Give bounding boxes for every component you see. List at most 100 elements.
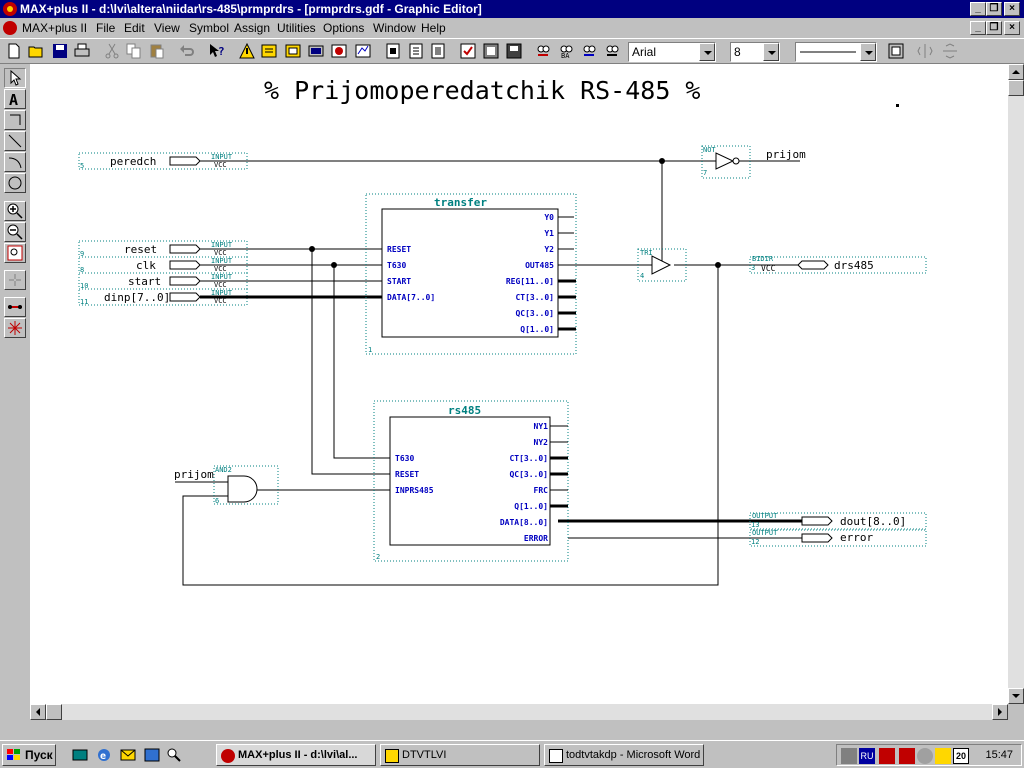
save-icon[interactable] [50, 41, 71, 62]
copy-icon[interactable] [124, 41, 145, 62]
app-icon[interactable] [3, 2, 17, 16]
minimize-button[interactable]: _ [970, 2, 986, 16]
channels-icon[interactable] [144, 747, 160, 763]
network-icon[interactable] [841, 748, 857, 764]
arc-tool-icon[interactable] [4, 152, 26, 172]
scheduler-icon[interactable] [917, 748, 933, 764]
undo-icon[interactable] [177, 41, 198, 62]
open-hierarchy-icon[interactable] [458, 41, 479, 62]
pin-start[interactable]: start INPUT VCC 10 [78, 272, 248, 290]
compiler-icon[interactable] [306, 41, 327, 62]
flip-horizontal-icon[interactable] [915, 41, 936, 62]
paste-icon[interactable] [147, 41, 168, 62]
cut-lines-icon[interactable] [4, 318, 26, 338]
diagonal-line-tool-icon[interactable] [4, 131, 26, 151]
save-check-icon[interactable] [481, 41, 502, 62]
help-pointer-icon[interactable]: ? [207, 41, 228, 62]
project-compile-icon[interactable] [428, 41, 449, 62]
zoom-in-icon[interactable] [4, 201, 26, 221]
traverse-icon[interactable] [602, 41, 623, 62]
scroll-down-icon[interactable] [1008, 688, 1024, 704]
pin-drs485[interactable]: BIDIR VCC 3 drs485 [749, 255, 927, 274]
menu-utilities[interactable]: Utilities [277, 21, 316, 35]
fit-in-window-icon[interactable] [4, 243, 26, 263]
chevron-down-icon[interactable] [763, 43, 779, 61]
find-node-icon[interactable] [533, 41, 554, 62]
scroll-left-icon[interactable] [30, 704, 46, 720]
menu-assign[interactable]: Assign [234, 21, 271, 35]
pin-reset[interactable]: reset INPUT VCC 9 [78, 240, 248, 258]
line-style-select[interactable] [795, 42, 877, 62]
rubberband-tool-icon[interactable] [4, 270, 26, 290]
cut-icon[interactable] [102, 41, 123, 62]
show-desktop-icon[interactable] [72, 747, 88, 763]
block-transfer[interactable]: transfer 1 RESET T630 START DATA[7..0] Y… [365, 193, 577, 355]
block-rs485[interactable]: rs485 2 T630 RESET INPRS485 NY1 NY2 CT[3… [373, 400, 569, 562]
schematic-canvas[interactable]: % Prijomoperedatchik RS-485 % [30, 64, 1008, 704]
tri-buffer[interactable]: TRI 4 [637, 248, 687, 282]
scroll-up-icon[interactable] [1008, 64, 1024, 80]
menu-window[interactable]: Window [373, 21, 416, 35]
timing-analyzer-icon[interactable] [353, 41, 374, 62]
chevron-down-icon[interactable] [860, 43, 876, 61]
maximize-button[interactable]: ❐ [986, 2, 1002, 16]
open-icon[interactable] [26, 41, 47, 62]
circle-tool-icon[interactable] [4, 173, 26, 193]
font-name-select[interactable]: Arial [628, 42, 716, 62]
vertical-scroll-thumb[interactable] [1008, 80, 1024, 96]
floorplan-icon[interactable] [283, 41, 304, 62]
clock[interactable]: 15:47 [985, 749, 1013, 761]
connect-lines-icon[interactable] [4, 297, 26, 317]
hierarchy-icon[interactable] [259, 41, 280, 62]
horizontal-scrollbar[interactable] [30, 704, 1008, 720]
calendar-icon[interactable]: 20 [953, 748, 969, 764]
orthogonal-line-tool-icon[interactable] [4, 110, 26, 130]
vertical-scrollbar[interactable] [1008, 64, 1024, 704]
text-tool-icon[interactable]: A [4, 89, 26, 109]
task-dtvtlvi[interactable]: DTVTLVI [380, 744, 540, 766]
and-gate[interactable]: AND2 6 prijom [174, 465, 279, 505]
new-icon[interactable] [4, 41, 25, 62]
font-size-select[interactable]: 8 [730, 42, 780, 62]
pin-clk[interactable]: clk INPUT VCC 8 [78, 256, 248, 274]
doc-minimize-button[interactable]: _ [970, 21, 986, 35]
save-compile-icon[interactable] [504, 41, 525, 62]
task-word[interactable]: todtvtakdp - Microsoft Word [544, 744, 704, 766]
doc-restore-button[interactable]: ❐ [986, 21, 1002, 35]
internet-explorer-icon[interactable]: e [96, 747, 112, 763]
menu-help[interactable]: Help [421, 21, 446, 35]
search-icon[interactable] [166, 747, 182, 763]
sound-icon[interactable] [935, 748, 951, 764]
pin-dinp[interactable]: dinp[7..0] INPUT VCC 11 [78, 288, 248, 306]
language-indicator[interactable]: RU [859, 748, 875, 764]
menu-symbol[interactable]: Symbol [189, 21, 230, 35]
pin-peredch[interactable]: peredch INPUT VCC 5 [78, 152, 248, 170]
menu-options[interactable]: Options [323, 21, 365, 35]
print-icon[interactable] [72, 41, 93, 62]
rubberbanding-icon[interactable] [886, 41, 907, 62]
antivirus-icon[interactable] [879, 748, 895, 764]
find-text-icon[interactable]: BA [556, 41, 577, 62]
menu-file[interactable]: File [96, 21, 116, 35]
flip-vertical-icon[interactable] [940, 41, 961, 62]
close-button[interactable]: × [1004, 2, 1020, 16]
project-set-icon[interactable] [383, 41, 404, 62]
document-icon[interactable] [3, 21, 17, 35]
acrobat-icon[interactable] [899, 748, 915, 764]
horizontal-scroll-thumb[interactable] [46, 704, 62, 720]
selection-tool-icon[interactable] [4, 68, 26, 88]
warning-icon[interactable] [237, 41, 258, 62]
menu-maxplus[interactable]: MAX+plus II [22, 21, 88, 35]
find-next-icon[interactable] [579, 41, 600, 62]
chevron-down-icon[interactable] [699, 43, 715, 61]
simulator-icon[interactable] [329, 41, 350, 62]
project-save-icon[interactable] [406, 41, 427, 62]
start-button[interactable]: Пуск [2, 744, 56, 766]
pin-dout[interactable]: OUTPUT 13 dout[8..0] [749, 512, 927, 530]
not-gate[interactable]: NOT 7 prijom [701, 145, 806, 179]
outlook-express-icon[interactable] [120, 747, 136, 763]
menu-view[interactable]: View [154, 21, 180, 35]
scroll-right-icon[interactable] [992, 704, 1008, 720]
title-bar[interactable]: MAX+plus II - d:\lvi\altera\niidar\rs-48… [0, 0, 1024, 18]
task-maxplus[interactable]: MAX+plus II - d:\lvi\al... [216, 744, 376, 766]
